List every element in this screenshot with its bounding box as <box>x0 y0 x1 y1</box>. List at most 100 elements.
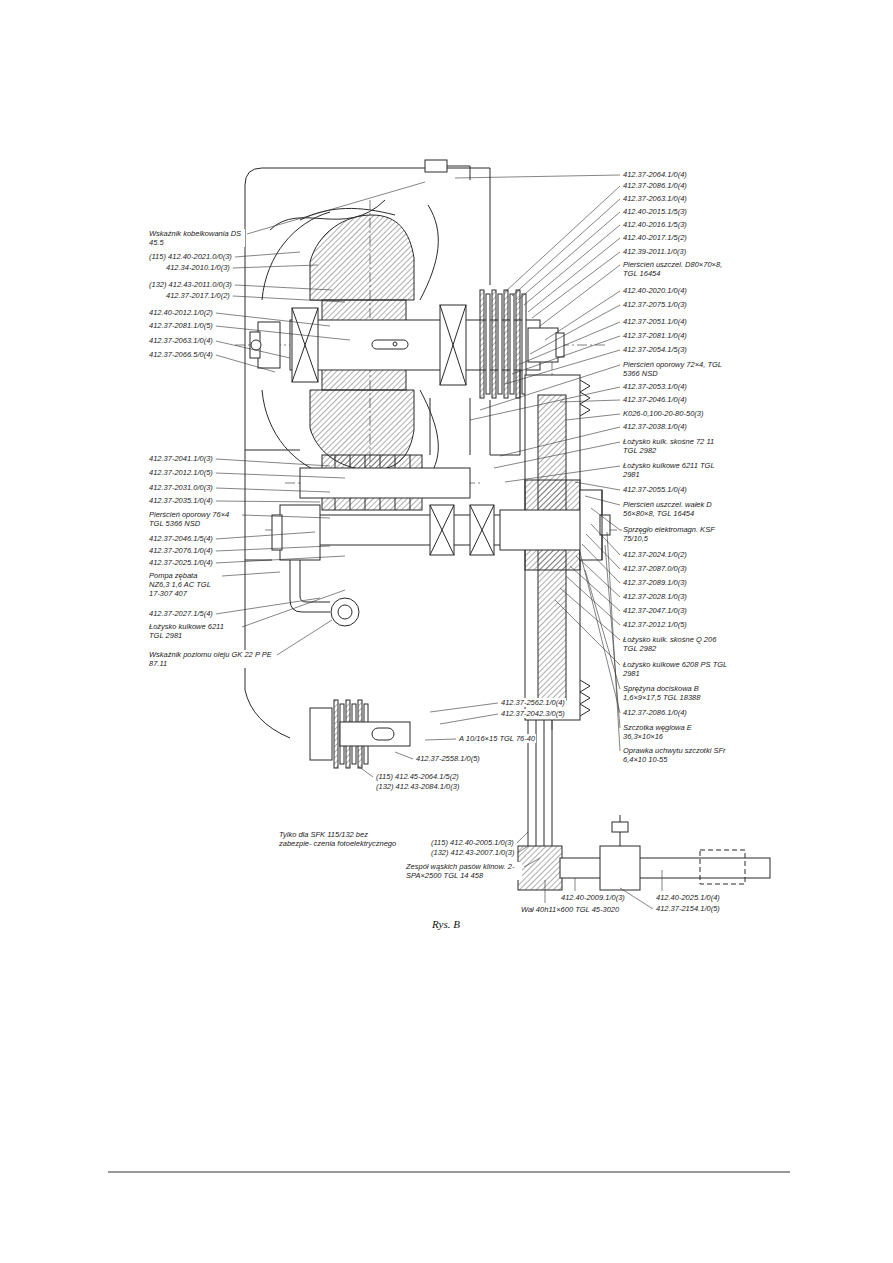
callout-label: (115) 412.45-2064.1/5(2) <box>375 772 460 781</box>
leader-line <box>586 534 620 569</box>
callout-label: 412.37-2081.1/0(4) <box>622 331 688 340</box>
callout-label: 412.37-2055.1/0(4) <box>622 485 688 494</box>
drawing-part <box>504 290 508 398</box>
leader-line <box>607 532 620 751</box>
callout-label: Łożysko kulkowe 6208 PS TGL 2981 <box>622 660 729 678</box>
drawing-part <box>425 160 447 172</box>
drawing-part <box>440 305 466 385</box>
callout-label: 412.37-2063.1/0(4) <box>622 194 688 203</box>
drawing-part <box>580 490 602 560</box>
leader-line <box>560 400 620 402</box>
drawing-part <box>700 850 745 884</box>
drawing-part <box>470 505 494 555</box>
callout-label: 412.37-2028.1/0(3) <box>622 592 688 601</box>
drawing-part <box>580 680 590 716</box>
leader-line <box>605 545 620 728</box>
drawing-part <box>372 728 394 740</box>
callout-label: Łożysko kulkowe 6211 TGL 2981 <box>622 461 729 479</box>
callout-label: 412.37-2046.1/0(4) <box>622 395 688 404</box>
leader-line <box>480 365 620 410</box>
leader-line <box>455 175 620 178</box>
callout-label: 412.37-2046.1/5(4) <box>148 534 214 543</box>
leader-line <box>517 846 528 853</box>
callout-label: 412.40-2016.1/5(3) <box>622 220 688 229</box>
leader-line <box>545 291 620 340</box>
callout-label: 412.37-2076.1/0(4) <box>148 546 214 555</box>
callout-label: 412.37-2012.1/0(5) <box>622 620 688 629</box>
leader-line <box>505 466 620 482</box>
leader-line <box>494 442 620 468</box>
drawing-part <box>335 498 410 510</box>
leader-line <box>520 322 620 364</box>
drawing-part <box>580 380 590 416</box>
leader-line <box>532 252 620 318</box>
drawing-part <box>420 205 438 300</box>
callout-label: 412.37-2047.1/0(3) <box>622 606 688 615</box>
callout-label: 412.37-2017.1/0(2) <box>165 291 231 300</box>
leader-line <box>545 880 546 903</box>
leader-line <box>517 832 528 843</box>
callout-label: 412.37-2086.1/0(4) <box>622 708 688 717</box>
drawing-part <box>290 560 330 612</box>
leader-line <box>591 508 620 530</box>
drawing-part <box>292 308 318 382</box>
leader-line <box>235 252 300 257</box>
leader-line <box>216 355 275 372</box>
drawing-part <box>300 468 470 498</box>
callout-label: Pierścień oporowy 72×4, TGL 5366 NSD <box>622 360 729 378</box>
callout-label: 412.39-2011.1/0(3) <box>622 247 687 256</box>
leader-line <box>233 265 318 268</box>
leader-line <box>575 878 576 891</box>
leader-line <box>524 858 540 867</box>
drawing-part <box>498 294 502 394</box>
drawing-part <box>480 290 484 398</box>
leader-line <box>216 341 290 358</box>
leader-line <box>662 870 663 891</box>
drawing-part <box>510 294 514 394</box>
callout-label: Wskaźnik kobelkowania DS 45.5 <box>148 229 245 247</box>
drawing-part <box>245 690 290 738</box>
leader-line <box>395 752 413 759</box>
drawing-part <box>516 290 520 398</box>
callout-label: 412.40-2015.1/5(3) <box>622 207 688 216</box>
callout-label: Pierścień uszczel. D80×70×8, TGL 16454 <box>622 260 729 278</box>
drawing-part <box>280 505 320 560</box>
leader-line <box>582 544 620 583</box>
drawing-part <box>430 505 454 555</box>
leader-line <box>358 766 373 777</box>
callout-label: 412.37-2031.0/0(3) <box>148 483 214 492</box>
callout-label: K026-0,100-20-80-50(3) <box>622 409 704 418</box>
drawing-part <box>560 858 770 878</box>
leader-line <box>585 496 620 505</box>
drawing-part <box>300 560 330 602</box>
drawing-part <box>235 160 770 890</box>
leader-line <box>216 313 330 326</box>
leader-line <box>247 182 425 234</box>
callout-label: Pierścień uszczel. wałek D 56×80×8, TGL … <box>622 500 729 518</box>
drawing-part <box>492 290 496 398</box>
drawing-part <box>340 722 410 746</box>
callout-label: 412.34-2010.1/0(3) <box>165 263 231 272</box>
callout-label: (132) 412.43-2084.1/0(3) <box>375 782 460 791</box>
callout-label: 412.37-2053.1/0(4) <box>622 382 688 391</box>
callout-label: 412.37-2558.1/0(5) <box>415 754 481 763</box>
callout-label: 412.40-2020.1/0(4) <box>622 286 688 295</box>
callout-label: 412.37-2027.1/5(4) <box>148 609 214 618</box>
leader-line <box>216 546 330 551</box>
drawing-part <box>440 305 466 385</box>
callout-label: 412.37-2063.1/0(4) <box>148 336 214 345</box>
callout-label: 412.40-2025.1/0(4) <box>655 893 721 902</box>
callout-label: Zespół wąskich pasów klinow. 2-SPA×2500 … <box>405 862 522 880</box>
drawing-part <box>331 598 359 626</box>
callout-label: 412.37-2562.1/0(4) <box>500 698 566 707</box>
callout-label: Tylko dla SFK 115/132 bez zabezpie- czen… <box>278 830 400 848</box>
callout-label: (132) 412.43-2007.1/0(3) <box>430 848 515 857</box>
callout-label: 412.37-2064.1/0(4) <box>622 170 688 179</box>
callout-label: 412.37-2075.1/0(3) <box>622 300 688 309</box>
leader-line <box>585 570 620 689</box>
leader-line <box>528 238 620 312</box>
leader-line <box>566 414 620 420</box>
drawing-part <box>251 340 261 350</box>
callout-label: 412.37-2081.1/0(5) <box>148 321 214 330</box>
